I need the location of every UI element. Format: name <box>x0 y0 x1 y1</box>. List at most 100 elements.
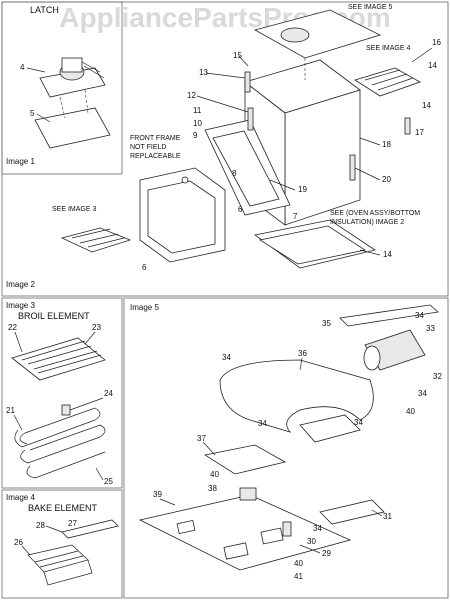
callout-5-latch: 5 <box>30 109 35 118</box>
callout-9: 9 <box>193 131 198 140</box>
liner-vent <box>181 176 189 184</box>
callout-20: 20 <box>382 175 391 184</box>
latch-group: LATCH Image 1 4 5 <box>6 5 111 166</box>
callout-34-d: 34 <box>354 418 363 427</box>
callout-6-a: 6 <box>238 205 243 214</box>
broil-terminal <box>61 404 71 416</box>
callout-40-c: 40 <box>294 559 303 568</box>
image1-caption: Image 1 <box>6 157 35 166</box>
callout-33: 33 <box>426 324 435 333</box>
latch-title: LATCH <box>30 5 59 15</box>
oven-liner-cavity <box>147 180 216 254</box>
relay <box>239 487 257 501</box>
callout-23: 23 <box>92 323 101 332</box>
top-panel <box>253 9 382 59</box>
broil-element-coil <box>14 407 101 448</box>
callout-34-f: 34 <box>313 524 322 533</box>
callout-39: 39 <box>153 490 162 499</box>
image2-caption: Image 2 <box>6 280 35 289</box>
callout-14-a: 14 <box>428 61 437 70</box>
callout-16: 16 <box>432 38 441 47</box>
bottom-insulation <box>258 225 367 265</box>
note-oven-assy-2: INSULATION) IMAGE 2 <box>330 219 404 226</box>
callout-34-b: 34 <box>222 353 231 362</box>
callout-22: 22 <box>8 323 17 332</box>
hinge-bar <box>339 304 439 327</box>
callout-30: 30 <box>307 537 316 546</box>
box-side <box>284 89 361 226</box>
callout-24: 24 <box>104 389 113 398</box>
bracket-13 <box>244 71 251 93</box>
callout-40-a: 40 <box>406 407 415 416</box>
note-oven-assy-1: SEE (OVEN ASSY/BOTTOM <box>330 210 420 217</box>
cover-31 <box>319 499 385 525</box>
image5-panel <box>123 297 449 599</box>
bake-element-frame <box>27 544 89 573</box>
callout-40-b: 40 <box>210 470 219 479</box>
base-cutout-3 <box>260 527 284 545</box>
image3-caption: Image 3 <box>6 301 35 310</box>
callout-35: 35 <box>322 319 331 328</box>
broil-element-title: BROIL ELEMENT <box>18 311 90 321</box>
latch-plate <box>34 107 111 149</box>
callout-41: 41 <box>294 572 303 581</box>
callout-34-e: 34 <box>258 419 267 428</box>
bake-element-rack <box>354 67 421 97</box>
image4-caption: Image 4 <box>6 493 35 502</box>
callout-14-c: 14 <box>383 250 392 259</box>
bracket-20 <box>349 154 356 181</box>
cover-plate <box>203 444 287 475</box>
callout-17: 17 <box>415 128 424 137</box>
note-front-frame-2: NOT FIELD <box>130 144 166 151</box>
callout-31: 31 <box>383 512 392 521</box>
note-see-image-5: SEE IMAGE 5 <box>348 4 392 11</box>
callout-7: 7 <box>293 212 298 221</box>
note-front-frame-3: REPLACEABLE <box>130 153 181 160</box>
note-front-frame-1: FRONT FRAME <box>130 135 181 142</box>
front-frame-opening <box>212 130 280 207</box>
broil-element-group: Image 3 BROIL ELEMENT 22 23 21 24 25 <box>6 301 113 486</box>
image5-caption: Image 5 <box>130 303 159 312</box>
broil-element-small <box>60 227 132 253</box>
callout-21: 21 <box>6 406 15 415</box>
image2-panel <box>1 1 449 297</box>
latch-housing <box>61 57 83 73</box>
top-insulation <box>219 359 374 433</box>
callout-15: 15 <box>233 51 242 60</box>
callout-10: 10 <box>193 119 202 128</box>
callout-34-a: 34 <box>415 311 424 320</box>
callout-6-b: 6 <box>142 263 147 272</box>
bake-element-title: BAKE ELEMENT <box>28 503 98 513</box>
vent-end-cap <box>363 345 381 371</box>
callout-8: 8 <box>232 169 237 178</box>
note-see-image-3: SEE IMAGE 3 <box>52 206 96 213</box>
image3-panel <box>1 297 123 489</box>
bake-element-group: Image 4 BAKE ELEMENT 27 28 26 <box>6 493 119 586</box>
callout-26: 26 <box>14 538 23 547</box>
callout-14-b: 14 <box>422 101 431 110</box>
callout-18: 18 <box>382 140 391 149</box>
callout-28: 28 <box>36 521 45 530</box>
image4-panel <box>1 489 123 599</box>
note-see-image-4: SEE IMAGE 4 <box>366 45 410 52</box>
callout-27: 27 <box>68 519 77 528</box>
callout-32: 32 <box>433 372 442 381</box>
callout-12: 12 <box>187 91 196 100</box>
oven-assembly-group: Image 2 SEE IMAGE 5 FRONT FRAME NOT FIEL… <box>6 4 441 289</box>
callout-36: 36 <box>298 349 307 358</box>
bracket-30 <box>282 521 292 537</box>
callout-37: 37 <box>197 434 206 443</box>
callout-19: 19 <box>298 185 307 194</box>
callout-4-latch: 4 <box>20 63 25 72</box>
base-cutout-1 <box>176 519 196 535</box>
top-vent <box>280 27 310 43</box>
base-plate <box>138 494 352 571</box>
bake-bracket <box>61 519 119 539</box>
insulation-pad <box>299 414 361 443</box>
callout-38: 38 <box>208 484 217 493</box>
bracket-17 <box>404 117 411 135</box>
callout-13: 13 <box>199 68 208 77</box>
top-assembly-group: Image 5 34 35 33 36 34 32 34 40 34 34 37 <box>130 303 442 581</box>
callout-29: 29 <box>322 549 331 558</box>
